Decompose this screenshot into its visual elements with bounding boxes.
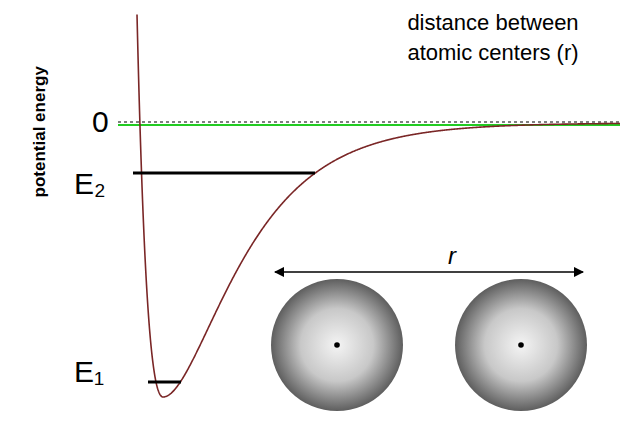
- energy-level-label: E₁: [74, 355, 104, 390]
- axis-title: potential energy: [30, 66, 50, 197]
- axis-caption: distance between atomic centers (r): [381, 8, 606, 67]
- distance-label: r: [448, 242, 456, 270]
- atom-circle: [455, 279, 587, 411]
- distance-arrow: [275, 271, 583, 273]
- atom-nucleus: [518, 342, 524, 348]
- zero-label: 0: [92, 105, 109, 140]
- atom-nucleus: [334, 342, 340, 348]
- energy-level-line: [133, 172, 315, 175]
- energy-level-label: E₂: [74, 167, 106, 202]
- zero-level-dashed-line: [118, 121, 620, 122]
- atom-circle: [271, 279, 403, 411]
- energy-level-line: [148, 381, 181, 384]
